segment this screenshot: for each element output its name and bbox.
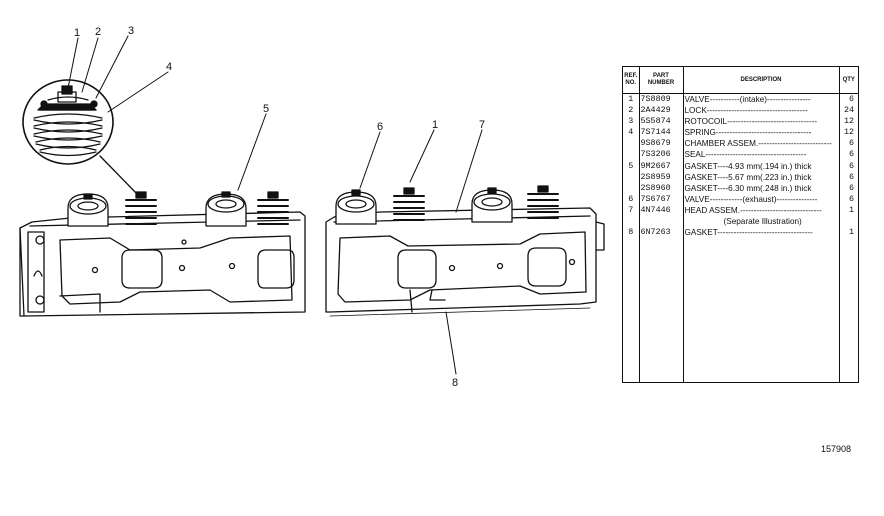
part-number-cell: 5S5874	[639, 116, 684, 128]
ref-cell: 3	[623, 116, 640, 128]
description-cell: HEAD ASSEM.-----------------------------…	[683, 204, 840, 217]
qty-cell: 6	[848, 149, 854, 160]
description-cell: (Separate Illustration)	[683, 216, 840, 228]
ref-cell: 6	[623, 193, 640, 205]
ref-cell: 1	[623, 93, 640, 106]
qty-cell: 12	[843, 127, 854, 138]
callout-6: 6	[377, 121, 383, 133]
table-row: (Separate Illustration)	[623, 216, 858, 228]
qty-cell: 6	[848, 138, 854, 149]
qty-cell	[839, 216, 858, 227]
part-number-cell: 7S6767	[639, 193, 684, 205]
qty-cell: 6	[848, 193, 854, 204]
header-description: DESCRIPTION	[683, 67, 840, 94]
detail-bubble	[22, 79, 139, 196]
qty-cell: 24	[843, 105, 854, 116]
description-cell: VALVE-----------(intake)----------------	[683, 93, 840, 106]
cylinder-head-right	[325, 185, 605, 317]
part-number-cell	[639, 216, 684, 228]
drawing-number: 157908	[821, 444, 852, 454]
description-cell: SEAL------------------------------------…	[683, 149, 840, 161]
header-qty: QTY	[839, 67, 858, 94]
callout-1-right: 1	[432, 119, 438, 131]
cylinder-head-left	[19, 191, 306, 317]
description-cell: LOCK------------------------------------…	[683, 105, 840, 117]
ref-cell: 8	[623, 227, 640, 239]
description-cell: VALVE------------(exhaust)--------------…	[683, 193, 840, 205]
callout-8: 8	[452, 377, 458, 389]
description-cell: GASKET----------------------------------…	[683, 227, 840, 239]
callout-2: 2	[95, 26, 101, 38]
qty-cell: 1	[848, 204, 854, 215]
leader-lines	[67, 35, 483, 375]
ref-cell: 5	[623, 160, 640, 172]
ref-cell	[623, 216, 640, 228]
ref-cell	[623, 182, 640, 194]
part-number-cell: 2S8960	[639, 182, 684, 194]
callout-7: 7	[479, 119, 485, 131]
part-number-cell: 7S8809	[639, 93, 684, 106]
description-cell: ROTOCOIL--------------------------------…	[683, 116, 840, 128]
description-cell: CHAMBER ASSEM.--------------------------…	[683, 138, 840, 150]
callout-4: 4	[166, 61, 172, 73]
ref-cell	[623, 138, 640, 150]
part-number-cell: 2A4429	[639, 105, 684, 117]
description-cell: SPRING----------------------------------…	[683, 127, 840, 139]
description-cell: GASKET----4.93 mm(.194 in.) thick	[683, 160, 840, 172]
qty-cell: 6	[848, 171, 854, 182]
callout-5: 5	[263, 103, 269, 115]
ref-cell	[623, 171, 640, 183]
ref-cell: 2	[623, 105, 640, 117]
ref-cell: 7	[623, 204, 640, 217]
qty-cell: 6	[848, 160, 854, 171]
ref-cell: 4	[623, 127, 640, 139]
callout-1: 1	[74, 27, 80, 39]
qty-cell: 6	[848, 182, 854, 193]
cylinder-head-illustration: 1 2 3 4 5 6 1 7 8	[19, 25, 605, 389]
ref-cell	[623, 149, 640, 161]
callout-3: 3	[128, 25, 134, 37]
part-number-cell: 6N7263	[639, 227, 684, 239]
description-cell: GASKET----6.30 mm(.248 in.) thick	[683, 182, 840, 194]
part-number-cell: 9M2667	[639, 160, 684, 172]
part-number-cell: 2S8959	[639, 171, 684, 183]
part-number-cell: 9S8679	[639, 138, 684, 150]
table-header-row: REF. NO. PART NUMBER DESCRIPTION QTY	[623, 67, 858, 94]
qty-cell: 6	[848, 94, 854, 104]
qty-cell: 12	[843, 116, 854, 127]
header-ref-no: REF. NO.	[623, 67, 640, 94]
qty-cell: 1	[848, 227, 854, 238]
part-number-cell: 7S3206	[639, 149, 684, 161]
part-number-cell: 4N7446	[639, 204, 684, 217]
header-part-number: PART NUMBER	[639, 67, 684, 94]
part-number-cell: 7S7144	[639, 127, 684, 139]
description-cell: GASKET----5.67 mm(.223 in.) thick	[683, 171, 840, 183]
